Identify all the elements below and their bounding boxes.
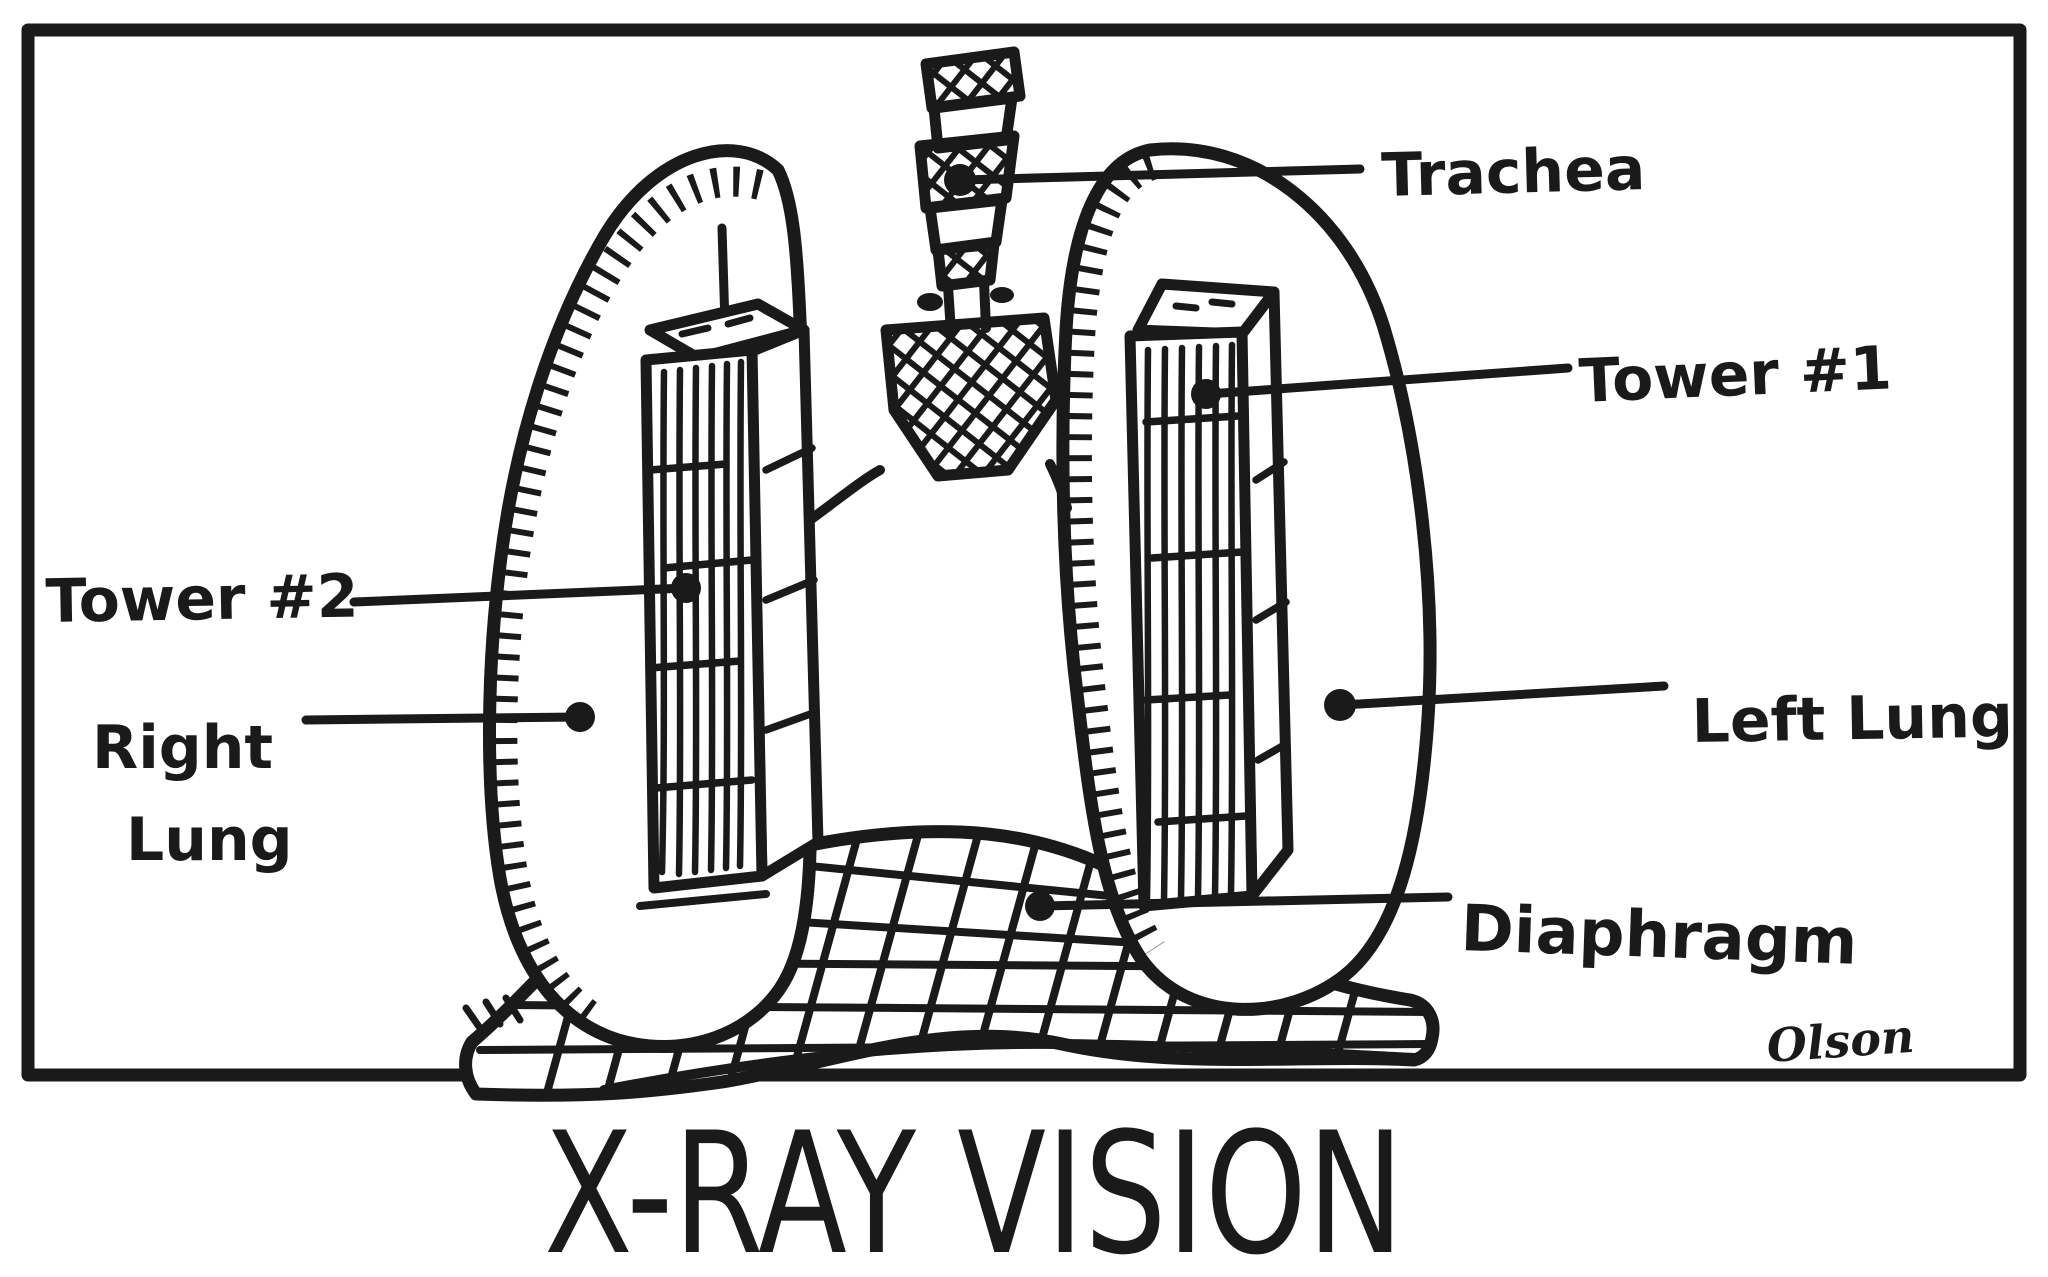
diaphragm-label: Diaphragm: [1459, 892, 1858, 980]
diaphragm-bottom-lip: [599, 1038, 1419, 1095]
right-lung-label-line-2: Lung: [126, 805, 293, 875]
tower-2-window-lines: [658, 358, 745, 878]
diaphragm-dot: [1025, 891, 1055, 921]
tower-1: [1124, 278, 1294, 912]
tower-1-leader-line: [1203, 363, 1573, 399]
tower-2: [636, 223, 824, 910]
trachea-left-nub: [917, 293, 943, 311]
trachea-dot: [944, 164, 976, 196]
right-lung-edge-hatch: [487, 166, 764, 1036]
tower-1-roof: [1132, 278, 1280, 340]
trachea: [805, 46, 1072, 525]
left-lung: [1056, 142, 1437, 1016]
tower-2-roof-ticks: [678, 314, 754, 338]
right-lung-label-line-1: Right: [92, 713, 273, 783]
tower-2-front-face: [640, 344, 768, 894]
left-lung-dot: [1324, 689, 1356, 721]
right-lung-leader-line: [301, 712, 585, 725]
trachea-right-nub: [990, 287, 1014, 303]
trachea-label: Trachea: [1381, 134, 1647, 211]
left-lung-label: Left Lung: [1691, 681, 2013, 757]
right-lung: [462, 144, 824, 1053]
tower-2-label: Tower #2: [45, 562, 359, 637]
tower-2-roof: [644, 298, 810, 364]
tower-2-dot: [671, 573, 701, 603]
artist-signature: Olson: [1765, 1009, 1916, 1073]
trachea-ring-hatched: [932, 238, 1000, 292]
trachea-leader-line: [957, 164, 1365, 185]
tower-2-floor-lines: [646, 444, 820, 792]
tower-1-floor-lines: [1142, 412, 1290, 826]
left-lung-leader-line: [1337, 681, 1669, 710]
tower-1-roof-ticks: [1172, 298, 1236, 312]
tower-1-dot: [1191, 379, 1221, 409]
right-lung-bottom-ticks: [462, 994, 524, 1032]
trachea-ring-hatched: [920, 46, 1026, 114]
cartoon-title: X-RAY VISION: [544, 1096, 1404, 1277]
right-lung-dot: [565, 702, 595, 732]
labels: Trachea Tower #1 Tower #2 Right Lung Lef…: [45, 134, 2013, 1277]
tower-2-leader-line: [349, 583, 691, 607]
right-collar-line: [1045, 459, 1072, 513]
leader-dots: [565, 164, 1356, 921]
left-collar-line: [805, 465, 885, 525]
diaphragm-leader-line: [1037, 892, 1453, 911]
leader-lines: [301, 164, 1669, 911]
tower-2-base-line: [636, 890, 770, 910]
tower-1-label: Tower #1: [1578, 333, 1894, 417]
panel-frame: [21, 23, 2027, 1082]
carina-hatched-shield: [880, 312, 1062, 482]
tower-1-front-face: [1124, 326, 1258, 912]
